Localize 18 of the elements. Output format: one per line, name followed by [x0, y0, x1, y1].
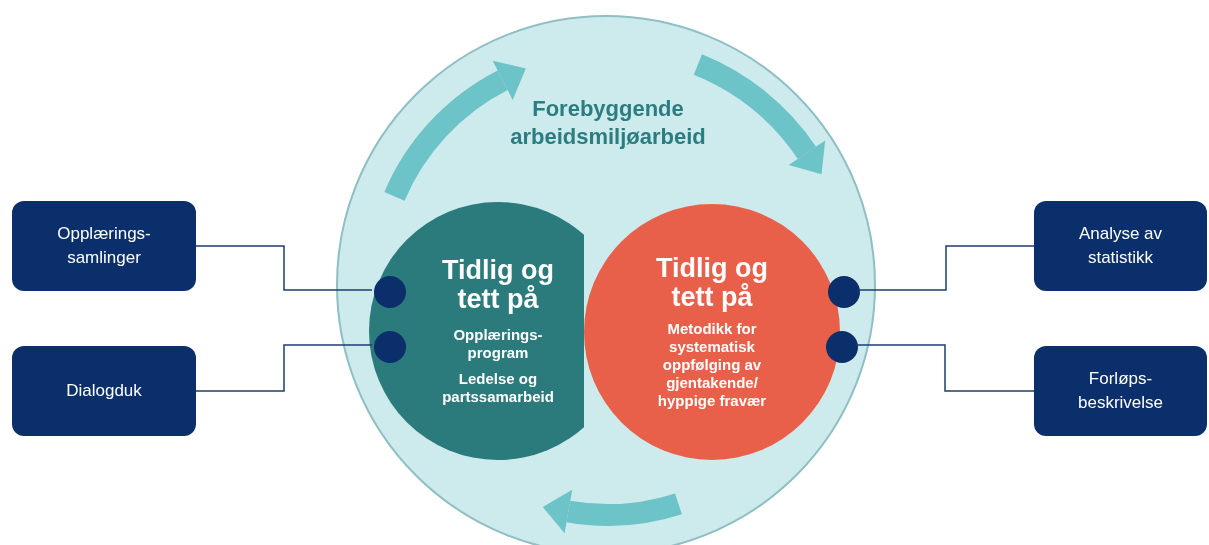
- connector-line: [855, 344, 1035, 392]
- label-box: [12, 346, 196, 436]
- box-label: Analyse av statistikk: [1077, 223, 1164, 269]
- label-box: [1034, 346, 1207, 436]
- circle-heading: Tidlig og tett på: [441, 256, 555, 314]
- circle-text: Ledelse og partssamarbeid: [441, 370, 555, 406]
- connector-line: [195, 344, 373, 392]
- box-label: Forløps- beskrivelse: [1076, 368, 1164, 414]
- box-label: Dialogduk: [65, 380, 143, 402]
- box-label: Opplærings- samlinger: [56, 223, 152, 269]
- title-text: Forebyggende arbeidsmiljøarbeid: [509, 95, 707, 151]
- circle-heading: Tidlig og tett på: [655, 254, 769, 312]
- label-box: [1034, 201, 1207, 291]
- label-box: [12, 201, 196, 291]
- circle-text: Metodikk for systematisk oppfølging av gjentakende/ hyppige fravær: [656, 320, 768, 410]
- connector-line: [857, 245, 1035, 291]
- circle-text: Opplærings- program: [452, 326, 544, 362]
- connector-line: [195, 245, 373, 291]
